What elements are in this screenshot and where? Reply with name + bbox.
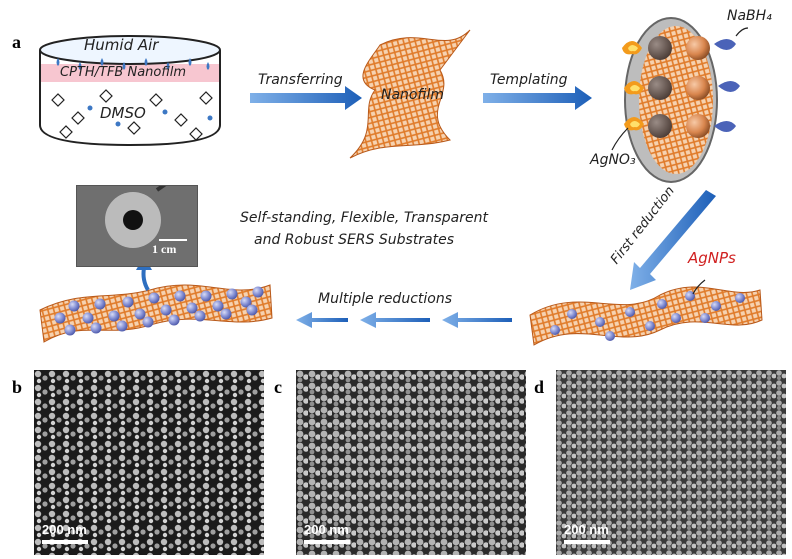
nabh4-flames: [714, 27, 749, 132]
arrow-transferring: [250, 86, 362, 110]
label-multiple-reductions: Multiple reductions: [318, 291, 452, 307]
schematic-diagram: [39, 17, 763, 346]
sem-image-b: 200 nm: [34, 370, 264, 555]
arrow-templating: [483, 86, 592, 110]
scale-label-b: 200 nm: [42, 522, 87, 537]
caption-line-1: Self-standing, Flexible, Transparent: [240, 210, 488, 226]
caption-line-2: and Robust SERS Substrates: [254, 232, 455, 248]
sem-image-c: 200 nm: [296, 370, 526, 555]
scale-bar-b: [42, 540, 88, 544]
scale-bar-d: [564, 540, 610, 544]
panel-label-b: b: [12, 377, 23, 397]
scale-label-c: 200 nm: [304, 522, 349, 537]
label-nanofilm: Nanofilm: [381, 87, 445, 103]
label-nabh4: NaBH₄: [727, 8, 772, 24]
label-agno3: AgNO₃: [590, 152, 636, 168]
label-templating: Templating: [490, 72, 568, 88]
agno3-flames: [622, 41, 644, 131]
arrow-to-photo: [141, 267, 150, 292]
label-humid-air: Humid Air: [84, 36, 159, 54]
panel-label-a: a: [12, 32, 21, 52]
tweezers: [155, 186, 190, 192]
sers-spot: [123, 210, 143, 230]
photo-scale-bar: [159, 239, 187, 241]
scale-bar-c: [304, 540, 350, 544]
label-agnps: AgNPs: [688, 249, 736, 267]
sem-texture-b: [34, 370, 264, 555]
first-reduction-film: [529, 279, 763, 346]
scale-label-d: 200 nm: [564, 522, 609, 537]
final-film: [39, 284, 273, 343]
sem-image-d: 200 nm: [556, 370, 786, 555]
sample-photo: 1 cm: [76, 185, 198, 267]
arrows-multiple-reductions: [296, 312, 512, 328]
photo-scale-label: 1 cm: [152, 242, 177, 256]
label-nanofilm-beaker: CPTH/TFB Nanofilm: [60, 65, 187, 80]
beaker: [39, 35, 221, 147]
sem-texture-d: [556, 370, 786, 555]
panel-label-d: d: [534, 377, 545, 397]
nanofilm-sheet: [349, 29, 471, 159]
sem-texture-c: [296, 370, 526, 555]
label-transferring: Transferring: [258, 72, 343, 88]
templated-film: [624, 17, 718, 183]
label-dmso: DMSO: [100, 104, 146, 122]
arrow-first-reduction: [630, 190, 716, 290]
panel-label-c: c: [274, 377, 282, 397]
